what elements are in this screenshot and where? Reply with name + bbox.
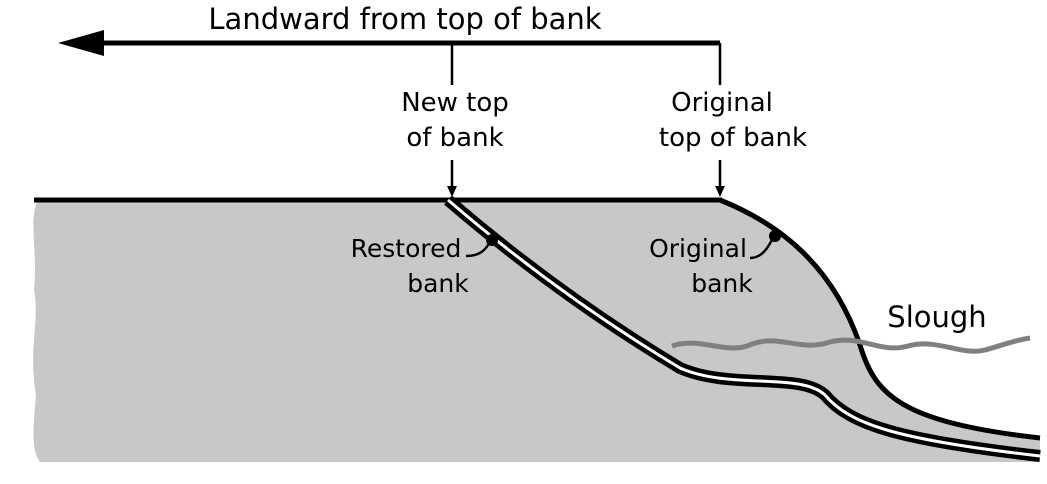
- restored-bank-marker: [486, 234, 498, 246]
- ground-cross-section: [33, 200, 1040, 462]
- slough-label: Slough: [887, 300, 986, 334]
- restored-bank-label-line1: Restored: [351, 234, 462, 263]
- slough-waterline: [671, 335, 1031, 354]
- new-top-pointer-arrowhead-icon: [447, 186, 457, 197]
- restored-bank-profile: [444, 195, 1041, 462]
- original-bank-marker: [769, 230, 781, 242]
- landward-arrowhead-icon: [58, 30, 104, 56]
- original-bank-label-line2: bank: [691, 269, 753, 298]
- original-bank-label-line1: Original: [649, 234, 747, 263]
- original-top-label-line2: top of bank: [659, 123, 807, 153]
- landward-label: Landward from top of bank: [208, 2, 601, 36]
- new-top-label-line2: of bank: [406, 123, 503, 153]
- original-top-label-line1: Original: [671, 88, 773, 118]
- new-top-label-line1: New top: [401, 88, 509, 118]
- restored-bank-label-line2: bank: [407, 269, 469, 298]
- original-top-pointer-arrowhead-icon: [715, 186, 725, 197]
